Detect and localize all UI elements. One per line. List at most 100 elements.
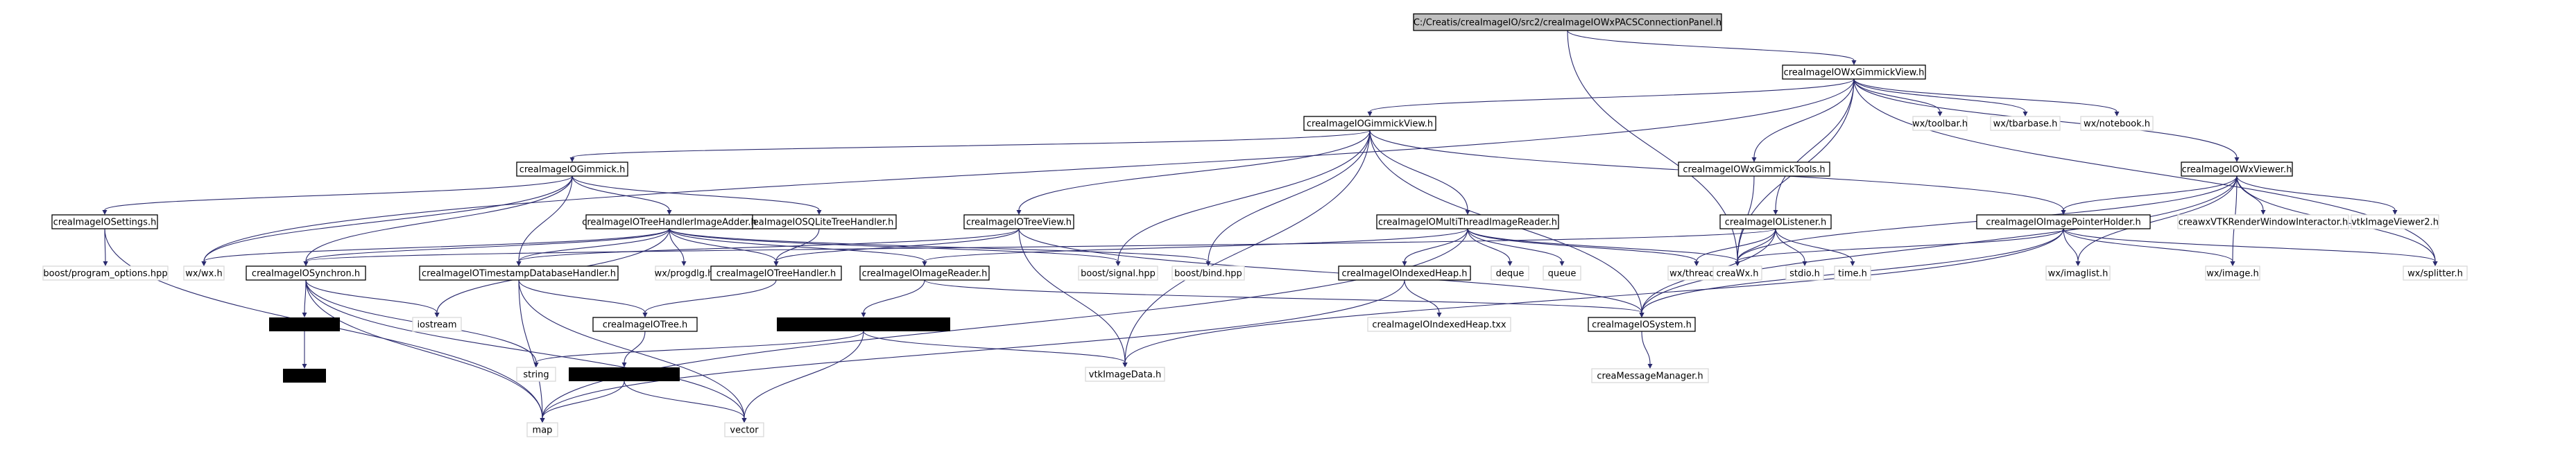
node-box-root xyxy=(1413,13,1722,31)
edge-mtir-to-deque xyxy=(1467,228,1511,262)
node-box-progopts xyxy=(42,265,169,281)
node-treehandler[interactable]: creaImageIOTreeHandler.h xyxy=(710,265,842,281)
edge-listener-to-creawx xyxy=(1737,228,1776,262)
edge-listener-to-stdio xyxy=(1775,228,1805,262)
edge-tsdb-to-vector xyxy=(518,279,745,419)
node-thia[interactable]: creaImageIOTreeHandlerImageAdder.h xyxy=(582,214,757,229)
edge-absreader-to-string xyxy=(535,331,864,363)
node-box-vector xyxy=(724,422,764,437)
node-treenode: creaImageIOTreeNode.h xyxy=(569,367,680,381)
node-queue: queue xyxy=(1543,265,1581,281)
node-label-creawx: creaWx.h xyxy=(1716,269,1758,279)
node-vtkimagedata: vtkImageData.h xyxy=(1085,367,1165,382)
node-listener[interactable]: creaImageIOListener.h xyxy=(1719,214,1832,229)
node-signal: boost/signal.hpp xyxy=(1078,265,1158,281)
arrowhead-gimmick-to-thia xyxy=(667,210,672,215)
node-label-wxwx: wx/wx.h xyxy=(185,269,222,279)
edge-wxgv-to-gv xyxy=(1369,78,1855,112)
edge-gimmick-to-sqlitehandler xyxy=(572,175,820,211)
node-box-wxgv xyxy=(1782,64,1926,80)
node-mtir[interactable]: creaImageIOMultiThreadImageReader.h xyxy=(1376,214,1559,229)
node-gimmick[interactable]: creaImageIOGimmick.h xyxy=(516,161,628,177)
node-wxgv[interactable]: creaImageIOWxGimmickView.h xyxy=(1782,64,1926,80)
edge-tree-to-treenode xyxy=(624,331,646,363)
node-system[interactable]: creaImageIOSystem.h xyxy=(1588,317,1696,332)
node-vtkrwi: creawxVTKRenderWindowInteractor.h xyxy=(2177,214,2349,229)
node-label-sqlitehandler: creaImageIOSQLiteTreeHandler.h xyxy=(745,218,894,228)
node-label-signal: boost/signal.hpp xyxy=(1081,269,1156,279)
node-toolbar: wx/toolbar.h xyxy=(1912,116,1968,131)
node-box-wxwx xyxy=(183,265,225,281)
arrowhead-wxgv-to-wxviewer xyxy=(2234,157,2240,162)
edge-treenode-to-map xyxy=(542,381,625,419)
node-box-wxviewer xyxy=(2181,161,2293,177)
node-gv[interactable]: creaImageIOGimmickView.h xyxy=(1303,116,1436,131)
node-indexedheap[interactable]: creaImageIOIndexedHeap.h xyxy=(1338,265,1471,281)
arrowhead-absreader-to-string xyxy=(533,363,539,367)
edge-iph-to-vtkimagedata xyxy=(1124,228,2064,363)
node-label-heaptxx: creaImageIOIndexedHeap.txx xyxy=(1372,320,1506,331)
node-label-toolbar: wx/toolbar.h xyxy=(1912,119,1968,130)
node-settings[interactable]: creaImageIOSettings.h xyxy=(51,214,158,229)
node-string: string xyxy=(516,367,556,382)
edge-iph-to-wximage xyxy=(2063,228,2233,262)
edge-synchron-to-vector xyxy=(305,279,745,419)
arrowhead-tree-to-treenode xyxy=(621,363,627,367)
arrowhead-system-to-msgmgr xyxy=(1647,364,1653,369)
arrowhead-listener-to-time xyxy=(1850,261,1855,266)
node-wximage: wx/image.h xyxy=(2205,265,2260,281)
node-msgmgr: creaMessageManager.h xyxy=(1591,368,1709,383)
node-absreader: creaImageIOAbstractImageReader.h xyxy=(777,317,950,331)
edge-layer xyxy=(102,30,2438,423)
node-box-tree xyxy=(592,317,698,332)
node-wxwx: wx/wx.h xyxy=(183,265,225,281)
node-vector: vector xyxy=(724,422,764,437)
arrowhead-gimmick-to-sqlitehandler xyxy=(816,210,822,215)
node-label-treenode: creaImageIOTreeNode.h xyxy=(570,370,678,381)
node-imgreader[interactable]: creaImageIOImageReader.h xyxy=(859,265,990,281)
node-box-gv xyxy=(1303,116,1436,131)
edge-mtir-to-thread xyxy=(1467,228,1697,262)
edge-gv-to-vtkimagedata xyxy=(1124,130,1371,363)
node-label-progdlg: wx/progdlg.h xyxy=(655,269,714,279)
arrowhead-mtir-to-queue xyxy=(1559,261,1565,266)
node-sqlitehandler[interactable]: creaImageIOSQLiteTreeHandler.h xyxy=(741,214,897,229)
node-treeview[interactable]: creaImageIOTreeView.h xyxy=(963,214,1074,229)
node-label-thia: creaImageIOTreeHandlerImageAdder.h xyxy=(582,218,757,228)
node-wxgt[interactable]: creaImageIOWxGimmickTools.h xyxy=(1678,161,1830,177)
node-label-absreader: creaImageIOAbstractImageReader.h xyxy=(782,320,945,331)
node-box-mtir xyxy=(1376,214,1559,229)
node-tree[interactable]: creaImageIOTree.h xyxy=(592,317,698,332)
edge-root-to-creawx xyxy=(1567,30,1738,262)
arrowhead-thia-to-signal xyxy=(1115,261,1121,266)
node-label-tbarbase: wx/tbarbase.h xyxy=(1993,119,2058,130)
arrowhead-gv-to-gimmick xyxy=(569,157,575,162)
edge-wxviewer-to-iph xyxy=(2063,175,2238,211)
node-box-imgreader xyxy=(859,265,990,281)
node-box-vtkrwi xyxy=(2177,214,2349,229)
edge-gimmick-to-wxwx xyxy=(203,175,573,262)
node-box-tsdb xyxy=(419,265,619,281)
arrowhead-synchron-to-cppsqlite xyxy=(302,313,307,317)
edge-tsdb-to-tree xyxy=(518,279,646,313)
node-label-msgmgr: creaMessageManager.h xyxy=(1597,372,1703,382)
edge-wxgv-to-splitter xyxy=(1853,78,2436,262)
edge-root-to-wxgv xyxy=(1567,30,1855,61)
node-label-time: time.h xyxy=(1838,269,1867,279)
arrowhead-treeview-to-treehandler xyxy=(773,261,779,266)
node-synchron[interactable]: creaImageIOSynchron.h xyxy=(246,265,366,281)
node-iph[interactable]: creaImageIOImagePointerHolder.h xyxy=(1976,214,2151,229)
edge-wxgv-to-listener xyxy=(1775,78,1855,211)
node-wxviewer[interactable]: creaImageIOWxViewer.h xyxy=(2181,161,2293,177)
arrowhead-iph-to-imaglist xyxy=(2075,261,2081,266)
edge-mtir-to-indexedheap xyxy=(1404,228,1468,262)
node-label-map: map xyxy=(533,426,553,436)
edge-absreader-to-vtkimagedata xyxy=(863,331,1126,363)
edge-gimmick-to-tsdb xyxy=(518,175,573,262)
node-root[interactable]: C:/Creatis/creaImageIO/src2/creaImageIOW… xyxy=(1413,13,1722,31)
arrowhead-thia-to-wxwx xyxy=(201,261,207,266)
node-tsdb[interactable]: creaImageIOTimestampDatabaseHandler.h xyxy=(419,265,619,281)
node-map: map xyxy=(526,422,558,437)
node-box-viewer2 xyxy=(2351,214,2439,229)
arrowhead-wxgv-to-notebook xyxy=(2114,112,2120,116)
